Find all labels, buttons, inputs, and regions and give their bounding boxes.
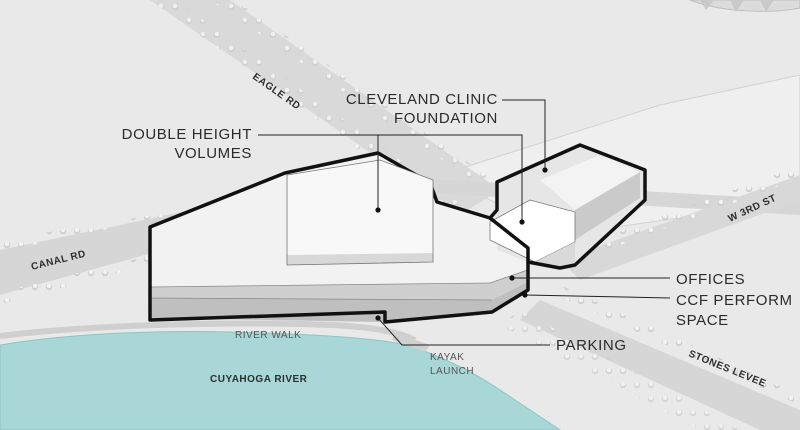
offices-label: OFFICES (676, 271, 745, 288)
kayak-launch-dock (392, 333, 430, 352)
canal-road-trees-south (0, 252, 165, 304)
parking-leader (377, 317, 550, 346)
ccf-tower-roof (540, 155, 640, 210)
ccf-label-line1: CLEVELAND CLINIC (346, 91, 498, 108)
double-height-leader-dot-a (519, 219, 525, 225)
double-height-leader-dot-b (375, 207, 381, 213)
podium-facade-lower (150, 282, 528, 322)
double-height-label-line2: VOLUMES (174, 145, 252, 162)
bridge-piers (700, 0, 774, 12)
double-height-box (287, 160, 433, 264)
stones-levee-trees (555, 285, 800, 405)
ccf-perform-label-line1: CCF PERFORM (676, 292, 793, 309)
river-walk-path (0, 320, 417, 343)
ccf-perform-leader-dot (522, 292, 528, 298)
w3rd-trees (570, 165, 800, 262)
ccf-tower-side (575, 172, 640, 240)
ccf-perform-label-line2: SPACE (676, 312, 729, 329)
eagle-road-trees-east (210, 0, 505, 196)
double-height-label-line1: DOUBLE HEIGHT (122, 126, 252, 143)
ccf-tower-outline (488, 143, 647, 270)
kayak-label-line2: LAUNCH (430, 366, 474, 377)
parking-label: PARKING (556, 337, 627, 354)
w3rd-road-surface (560, 175, 800, 280)
kayak-label-line1: KAYAK (430, 352, 464, 363)
double-height-volume (286, 159, 434, 266)
stones-levee-trees-south (500, 310, 740, 430)
offices-leader-dot (509, 275, 515, 281)
river-walk-label: RIVER WALK (235, 330, 301, 341)
ccf-leader-dot (542, 167, 548, 173)
cuyahoga-river (0, 331, 561, 430)
ccf-perform-leader (524, 294, 671, 299)
ccf-tower (488, 143, 647, 270)
ccf-label-line2: FOUNDATION (394, 110, 498, 127)
river-label: CUYAHOGA RIVER (210, 374, 308, 385)
parking-leader-dot (375, 315, 381, 321)
double-height-leader-long (258, 134, 523, 222)
stones-levee-road (520, 300, 800, 430)
ccf-leader (502, 99, 546, 170)
